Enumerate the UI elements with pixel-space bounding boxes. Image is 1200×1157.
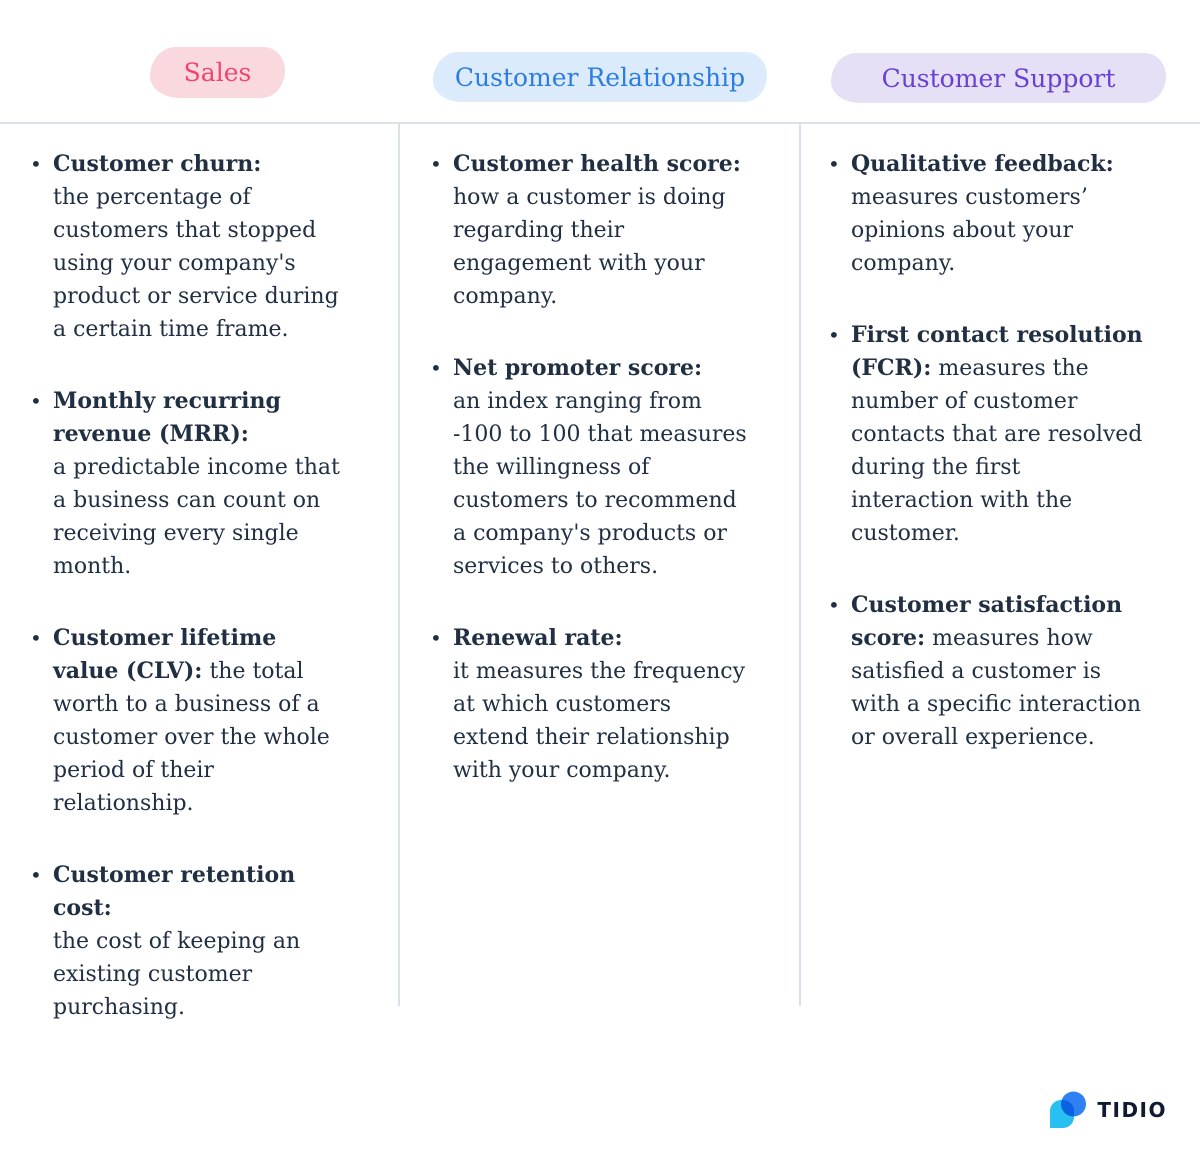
kpi-definition: the cost of keeping an existing customer…: [53, 929, 301, 1020]
kpi-term: Renewal rate:: [453, 625, 623, 651]
list-item: Net promoter score: an index ranging fro…: [430, 352, 748, 583]
list-item: Monthly recurring revenue (MRR): a predi…: [30, 385, 348, 583]
kpi-definition: the percentage of customers that stopped…: [53, 185, 339, 342]
kpi-definition: measures customers’ opinions about your …: [851, 185, 1088, 276]
kpi-term: Customer retention cost:: [53, 862, 296, 921]
kpi-list-customer-support: Qualitative feedback: measures customers…: [801, 124, 1200, 754]
list-item: Renewal rate: it measures the frequency …: [430, 622, 748, 787]
kpi-term: Customer lifetime value (CLV):: [53, 625, 277, 684]
kpi-columns-container: Customer churn: the percentage of custom…: [0, 124, 1200, 1020]
list-item: Customer health score: how a customer is…: [430, 148, 748, 313]
list-item: Customer lifetime value (CLV): the total…: [30, 622, 348, 820]
column-customer-support: Qualitative feedback: measures customers…: [799, 124, 1200, 1006]
list-item: Qualitative feedback: measures customers…: [828, 148, 1146, 280]
category-pill-customer-support: Customer Support: [831, 53, 1166, 103]
kpi-definition: a predictable income that a business can…: [53, 455, 340, 579]
kpi-definition: the total worth to a business of a custo…: [53, 659, 330, 816]
category-pill-sales: Sales: [150, 47, 285, 98]
tidio-logo: TIDIO: [1049, 1091, 1167, 1129]
kpi-definition: an index ranging from -100 to 100 that m…: [453, 389, 747, 579]
kpi-term: Customer churn:: [53, 151, 262, 177]
category-label-sales: Sales: [183, 58, 252, 87]
kpi-list-sales: Customer churn: the percentage of custom…: [0, 124, 398, 1024]
kpi-term: Net promoter score:: [453, 355, 703, 381]
header-divider-line: [0, 122, 1200, 124]
kpi-list-customer-relationship: Customer health score: how a customer is…: [400, 124, 799, 787]
kpi-definition: measures the number of customer contacts…: [851, 356, 1143, 546]
kpi-definition: measures how satisfied a customer is wit…: [851, 626, 1142, 750]
tidio-wordmark: TIDIO: [1097, 1098, 1167, 1122]
kpi-definition: how a customer is doing regarding their …: [453, 185, 726, 309]
list-item: Customer churn: the percentage of custom…: [30, 148, 348, 346]
kpi-definition: it measures the frequency at which custo…: [453, 659, 746, 783]
list-item: First contact resolution (FCR): measures…: [828, 319, 1146, 550]
list-item: Customer satisfaction score: measures ho…: [828, 589, 1146, 754]
category-pill-customer-relationship: Customer Relationship: [433, 52, 767, 102]
category-label-customer-relationship: Customer Relationship: [454, 62, 746, 92]
list-item: Customer retention cost: the cost of kee…: [30, 859, 348, 1024]
column-customer-relationship: Customer health score: how a customer is…: [398, 124, 799, 1006]
kpi-term: First contact resolution (FCR):: [851, 322, 1143, 381]
kpi-term: Customer satisfaction score:: [851, 592, 1123, 651]
kpi-term: Qualitative feedback:: [851, 151, 1114, 177]
kpi-term: Customer health score:: [453, 151, 741, 177]
category-label-customer-support: Customer Support: [881, 63, 1116, 93]
column-sales: Customer churn: the percentage of custom…: [0, 124, 398, 1020]
kpi-term: Monthly recurring revenue (MRR):: [53, 388, 281, 447]
tidio-chat-bubbles-icon: [1049, 1091, 1087, 1129]
